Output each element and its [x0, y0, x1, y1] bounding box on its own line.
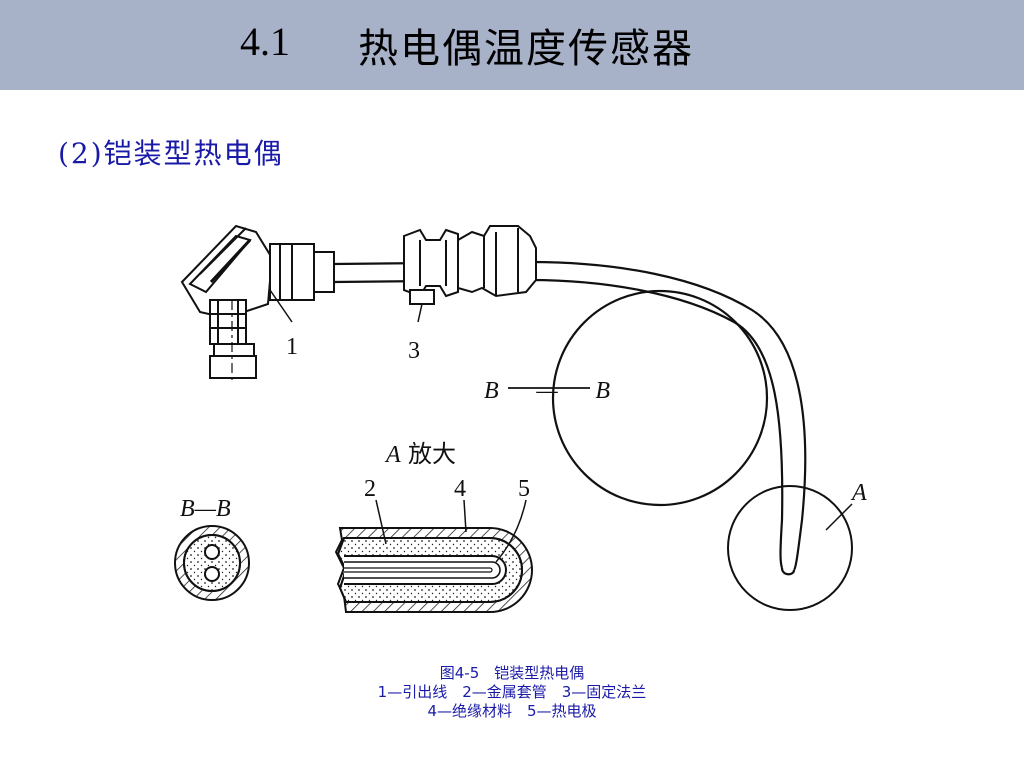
- label-part3: 3: [408, 338, 420, 364]
- section-title: 热电偶温度传感器: [358, 26, 694, 72]
- label-zoom-text: 放大: [408, 440, 456, 468]
- enlarged-tip: [334, 499, 533, 613]
- label-part1: 1: [286, 334, 298, 360]
- detail-circle: [727, 485, 853, 611]
- section-number: 4.1: [240, 19, 290, 64]
- fixing-flange: [403, 225, 537, 323]
- junction-head: [180, 224, 335, 384]
- label-zoom-letter: A: [384, 442, 401, 468]
- label-part2: 2: [364, 476, 376, 502]
- title-bar: 4.1 热电偶温度传感器: [0, 0, 1024, 90]
- label-part5: 5: [518, 476, 530, 502]
- label-section-bb-left: B—B: [180, 496, 231, 522]
- subtitle: (2)铠装型热电偶: [58, 137, 284, 170]
- sheath-tube: [333, 260, 807, 576]
- caption-line1: 图4-5 铠装型热电偶: [439, 664, 585, 682]
- label-section-bb: B—B: [484, 378, 612, 404]
- cross-section: [174, 525, 250, 601]
- figure-caption: 图4-5 铠装型热电偶 1—引出线 2—金属套管 3—固定法兰 4—绝缘材料 5…: [0, 664, 1024, 721]
- label-part4: 4: [454, 476, 466, 502]
- caption-line3: 4—绝缘材料 5—热电极: [427, 702, 597, 720]
- label-circle-a: A: [850, 480, 867, 506]
- caption-line2: 1—引出线 2—金属套管 3—固定法兰: [377, 683, 647, 701]
